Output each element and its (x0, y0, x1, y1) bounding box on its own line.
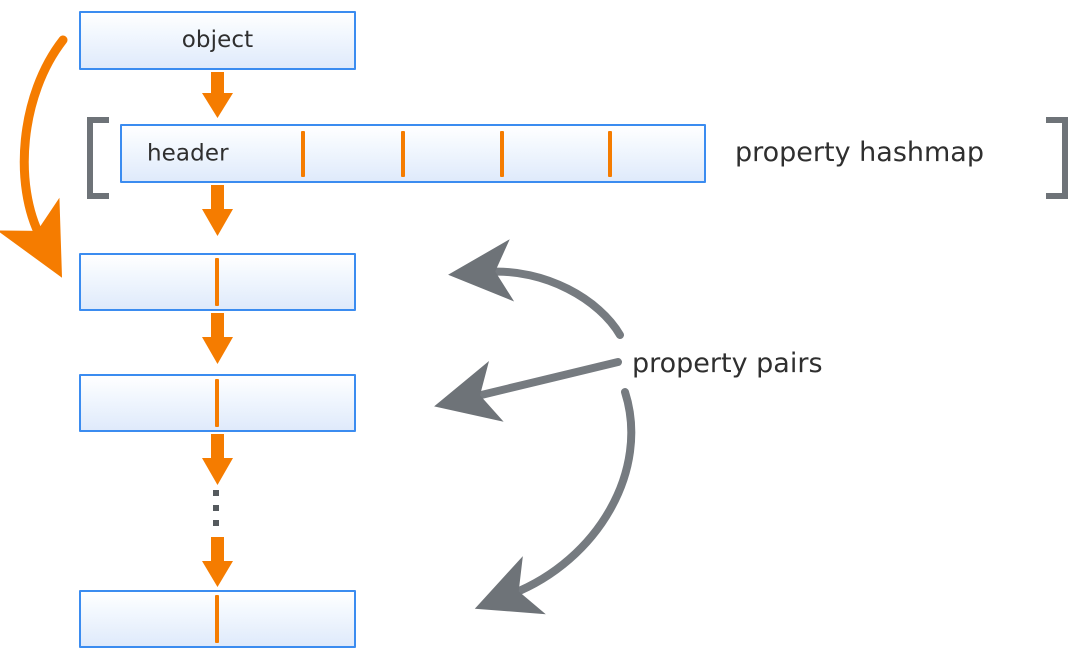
hashmap-bracket-right-icon (1046, 117, 1068, 199)
hashmap-slot-divider-2 (401, 131, 405, 177)
pairs-pointer-arrow-top (448, 239, 624, 339)
pairs-pointer-arrow-middle (434, 358, 622, 422)
object-box-label: object (181, 27, 254, 53)
header-label: header (147, 140, 229, 166)
arrow-ellipsis-to-pair-3 (202, 537, 233, 587)
hashmap-slot-divider-4 (608, 131, 612, 177)
ellipsis-dot-1 (213, 490, 219, 496)
hashmap-bracket-left-icon (87, 117, 109, 199)
property-pair-divider-2 (215, 379, 219, 427)
hashmap-slot-divider-1 (301, 131, 305, 177)
property-pairs-annotation: property pairs (632, 348, 823, 379)
arrow-pair-1-to-pair-2 (202, 313, 233, 364)
arrow-hashmap-to-pair-1 (202, 185, 233, 236)
property-pair-divider-1 (215, 258, 219, 306)
hashmap-slot-divider-3 (500, 131, 504, 177)
property-hashmap-annotation: property hashmap (735, 137, 984, 168)
arrow-pair-2-to-ellipsis (202, 434, 233, 485)
curved-arrow-object-to-pairs (0, 35, 68, 278)
arrow-object-to-hashmap (202, 72, 233, 118)
pairs-pointer-arrow-bottom (474, 388, 636, 615)
object-box[interactable]: object (79, 11, 356, 70)
property-pair-divider-3 (215, 595, 219, 643)
ellipsis-dot-3 (213, 520, 219, 526)
vertical-ellipsis-icon (213, 490, 219, 535)
property-hashmap-bar[interactable]: header (120, 124, 706, 183)
ellipsis-dot-2 (213, 505, 219, 511)
